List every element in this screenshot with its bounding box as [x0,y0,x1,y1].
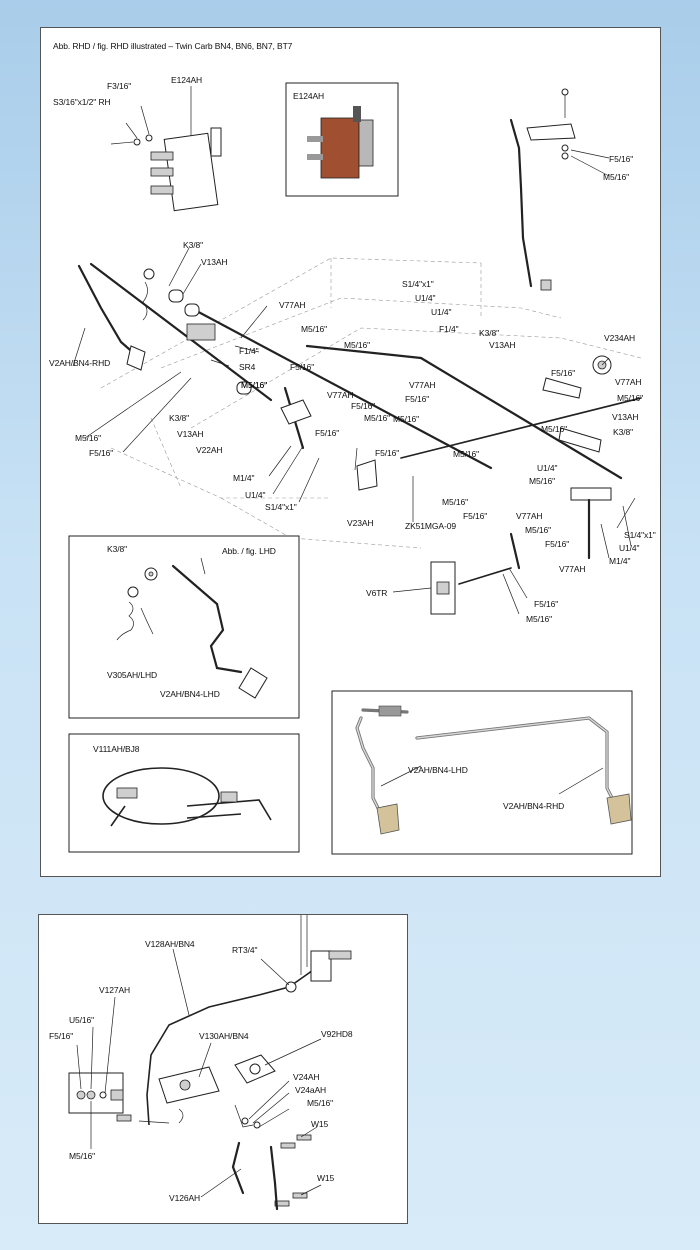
part-label: F1/4" [239,346,259,356]
part-label: E124AH [171,75,203,85]
part-label: M5/16" [603,172,630,182]
part-label: V77AH [327,390,354,400]
switch-inset-label: E124AH [293,91,325,101]
part-label: K3/8" [613,427,634,437]
part-label: F5/16" [609,154,634,164]
part-label: V6TR [366,588,388,598]
part-label: M5/16" [393,414,420,424]
part-label: V77AH [559,564,586,574]
part-label: M5/16" [442,497,469,507]
part-label: F5/16" [534,599,559,609]
part-label: V127AH [99,985,131,995]
part-label: F5/16" [375,448,400,458]
part-label: U1/4" [245,490,266,500]
part-label: K3/8" [183,240,204,250]
part-label: V130AH/BN4 [199,1031,249,1041]
part-label: F5/16" [463,511,488,521]
part-label: F5/16" [315,428,340,438]
part-label: F5/16" [89,448,114,458]
part-label: V24AH [293,1072,320,1082]
part-label: V23AH [347,518,374,528]
part-label: F5/16" [405,394,430,404]
part-label: V77AH [615,377,642,387]
part-label: V13AH [201,257,228,267]
part-label: ZK51MGA-09 [405,521,456,531]
part-label: M5/16" [453,449,480,459]
lhd-inset-header: Abb. / fig. LHD [222,546,276,556]
part-label: V77AH [279,300,306,310]
part-label: V2AH/BN4-RHD [49,358,111,368]
part-label: W15 [311,1119,329,1129]
part-label: M5/16" [529,476,556,486]
part-label: V24aAH [295,1085,327,1095]
part-label: V77AH [516,511,543,521]
part-label: F1/4" [439,324,459,334]
part-label: M1/4" [609,556,631,566]
part-label: W15 [317,1173,335,1183]
part-label: S1/4"x1" [265,502,297,512]
part-label: M5/16" [241,380,268,390]
part-label: F5/16" [545,539,570,549]
part-label: S3/16"x1/2" RH [53,97,111,107]
part-label: V22AH [196,445,223,455]
part-label: K3/8" [479,328,500,338]
part-label: M5/16" [526,614,553,624]
part-label: K3/8" [169,413,190,423]
part-label: M5/16" [364,413,391,423]
part-label: V126AH [169,1193,201,1203]
part-label: SR4 [239,362,256,372]
part-label: F3/16" [107,81,132,91]
main-exploded-drawing [68,82,642,855]
part-label: F5/16" [551,368,576,378]
part-label: M5/16" [617,393,644,403]
part-label: V92HD8 [321,1029,353,1039]
part-label: U1/4" [619,543,640,553]
part-label: V77AH [409,380,436,390]
part-label: V13AH [177,429,204,439]
diagram-header: Abb. RHD / fig. RHD illustrated – Twin C… [53,41,293,51]
part-label: M5/16" [307,1098,334,1108]
part-label: M5/16" [344,340,371,350]
part-label: F5/16" [49,1031,74,1041]
part-label: U1/4" [431,307,452,317]
lower-exploded-drawing [68,915,352,1211]
lhd-inset-label: V2AH/BN4-LHD [160,689,220,699]
part-label: F5/16" [290,362,315,372]
part-label: M1/4" [233,473,255,483]
part-label: M5/16" [241,380,268,390]
lhd-inset-label: K3/8" [107,544,128,554]
pedal-photo-label: V2AH/BN4-LHD [408,765,468,775]
part-label: V128AH/BN4 [145,939,195,949]
part-label: M5/16" [75,433,102,443]
lhd-inset-label: V305AH/LHD [107,670,158,680]
part-label: M5/16" [525,525,552,535]
cable-inset-label: V111AH/BJ8 [93,744,140,754]
part-label: S1/4"x1" [402,279,434,289]
part-label: RT3/4" [232,945,258,955]
part-label: M5/16" [301,324,328,334]
part-label: F5/16" [351,401,376,411]
lower-diagram-panel: V128AH/BN4 RT3/4" V127AH U5/16" F5/16" V… [38,914,408,1224]
part-label: M5/16" [69,1151,96,1161]
part-label: U1/4" [537,463,558,473]
part-label: V234AH [604,333,636,343]
pedal-photo-label: V2AH/BN4-RHD [503,801,565,811]
part-label: U5/16" [69,1015,95,1025]
part-label: U1/4" [415,293,436,303]
part-label: V13AH [612,412,639,422]
part-label: S1/4"x1" [624,530,656,540]
main-diagram-panel: Abb. RHD / fig. RHD illustrated – Twin C… [40,27,661,877]
part-label: V13AH [489,340,516,350]
part-label: M5/16" [541,424,568,434]
